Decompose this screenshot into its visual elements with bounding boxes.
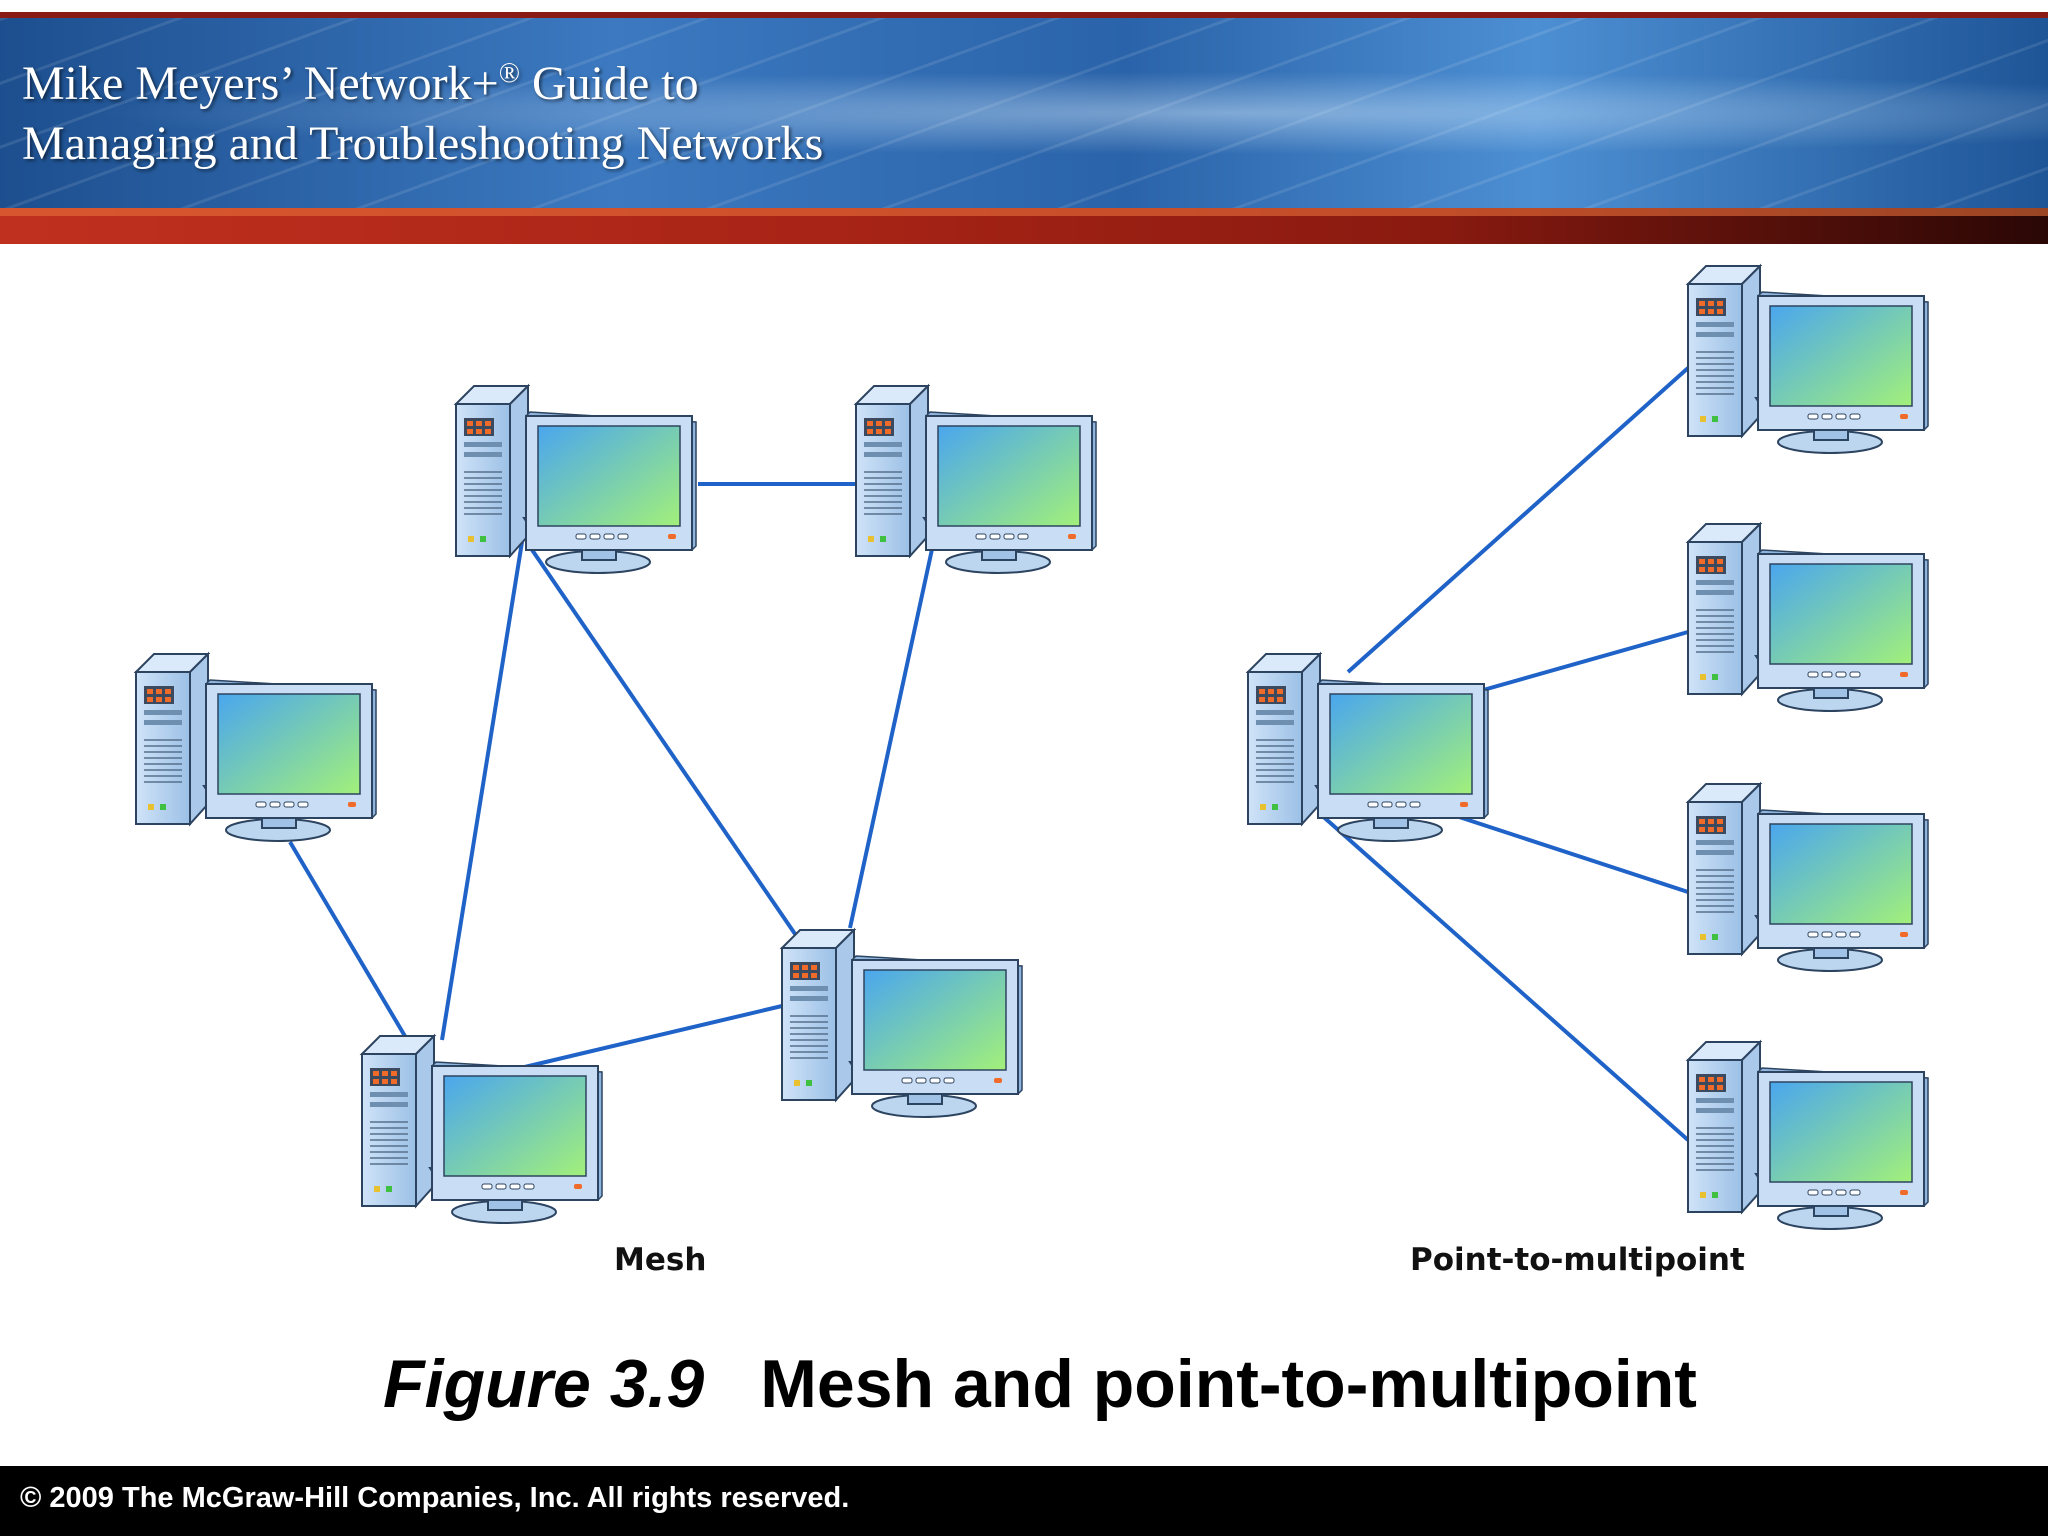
network-topology-diagram: [135, 265, 1929, 1230]
top-strip: [0, 0, 2048, 12]
point-to-multipoint-label: Point-to-multipoint: [1410, 1242, 1745, 1278]
computer-icon: [1687, 265, 1929, 454]
mesh-links: [288, 482, 936, 1072]
computer-icon: [455, 385, 697, 574]
p2mp-link: [1461, 630, 1689, 698]
mesh-link: [526, 542, 808, 952]
mesh-link: [288, 840, 414, 1050]
figure-caption: Figure 3.9 Mesh and point-to-multipoint: [0, 1345, 2048, 1423]
figure-title: Mesh and point-to-multipoint: [760, 1346, 1697, 1422]
computer-icon: [781, 929, 1023, 1118]
book-title-line-1: Mike Meyers’ Network+® Guide to: [22, 57, 699, 110]
registered-mark: ®: [498, 58, 520, 89]
mesh-link: [848, 539, 936, 929]
computer-icon: [1247, 653, 1489, 842]
header-banner: [0, 12, 2048, 214]
computer-icon: [1687, 783, 1929, 972]
computer-icon: [855, 385, 1097, 574]
footer-bar: © 2009 The McGraw-Hill Companies, Inc. A…: [0, 1466, 2048, 1536]
p2mp-link: [1449, 812, 1689, 894]
figure-number: Figure 3.9: [383, 1346, 705, 1422]
mesh-label: Mesh: [614, 1242, 707, 1278]
book-title-line-2: Managing and Troubleshooting Networks: [22, 117, 824, 170]
copyright-text: © 2009 The McGraw-Hill Companies, Inc. A…: [20, 1482, 850, 1514]
p2mp-link: [1346, 366, 1690, 674]
computer-icon: [1687, 1041, 1929, 1230]
p2mp-link: [1316, 810, 1690, 1142]
mesh-link: [440, 541, 524, 1041]
computer-icon: [135, 653, 377, 842]
computer-icon: [1687, 523, 1929, 712]
computer-icon: [361, 1035, 603, 1224]
mesh-link: [511, 1004, 783, 1072]
p2mp-links: [1316, 366, 1690, 1142]
header-red-bar: [0, 208, 2048, 244]
